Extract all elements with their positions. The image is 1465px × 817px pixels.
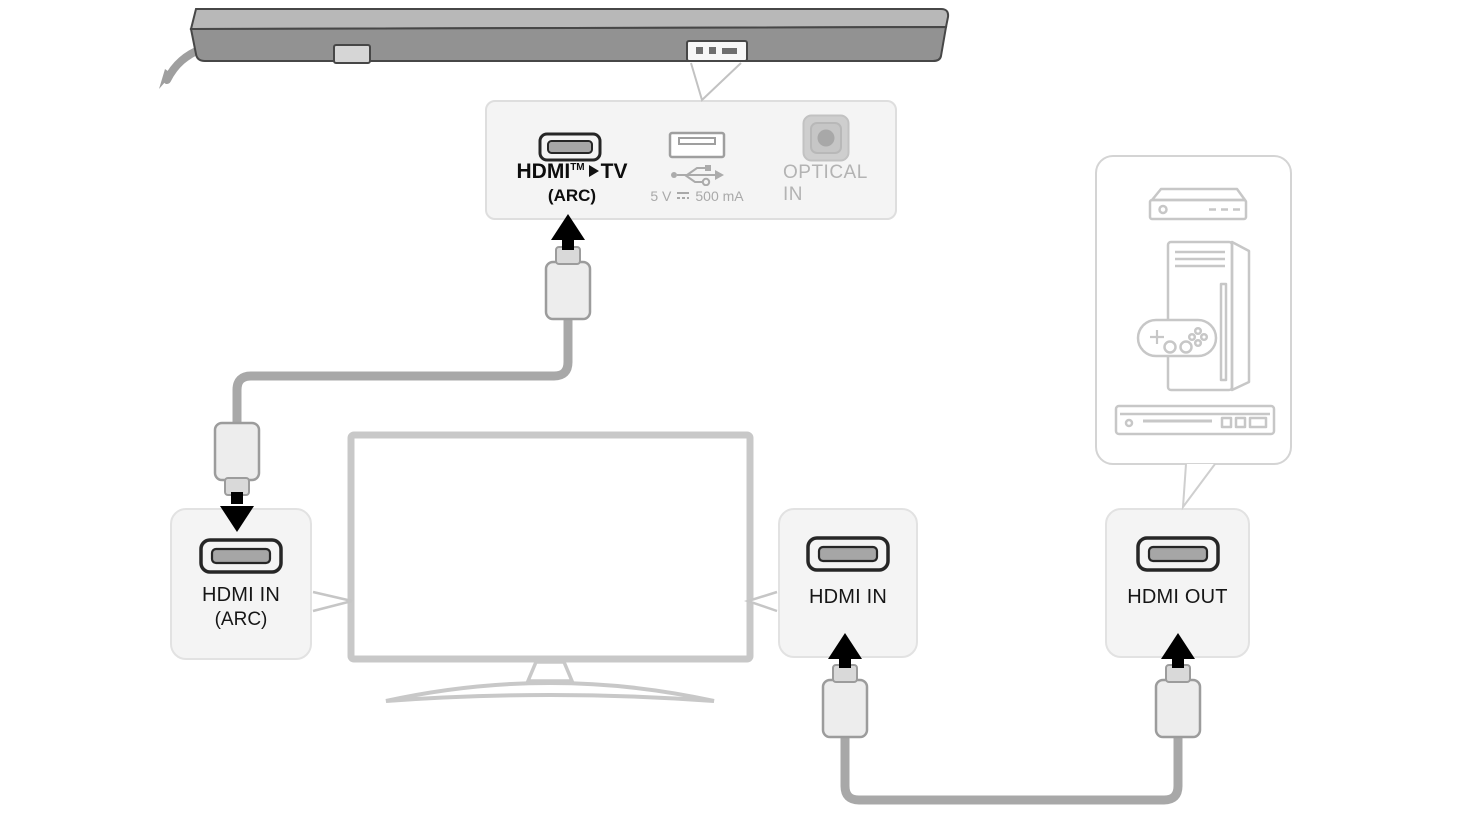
port-sub-label: (ARC) <box>214 609 268 630</box>
callout-pointer-tv-left <box>312 590 353 613</box>
tv <box>347 431 754 703</box>
soundbar-rear-ports-panel: HDMITM TV (ARC) 5 V 500 mA <box>485 100 897 220</box>
tv-screen <box>347 431 754 663</box>
hdmi-port-icon <box>1135 536 1220 572</box>
hdmi-cable-source <box>840 732 1183 805</box>
soundbar <box>159 8 950 89</box>
arrow-to-tv-icon <box>588 165 599 177</box>
hdmi-arc-sub-label: (ARC) <box>547 186 597 205</box>
hdmi-cable-arc <box>232 316 573 426</box>
port-label: HDMI IN <box>808 586 888 608</box>
usb-symbol-icon <box>671 165 724 186</box>
hdmi-tv-label: HDMITM TV <box>487 160 657 184</box>
callout-pointer-soundbar <box>690 62 742 102</box>
usb-power-label: 5 V 500 mA <box>617 188 777 204</box>
tv-target-text: TV <box>600 160 628 183</box>
hdmi-arc-port-icon <box>538 132 602 162</box>
power-cord <box>163 44 207 84</box>
optical-port-icon <box>802 114 850 162</box>
tv-hdmi-in-panel: HDMI IN <box>778 508 918 658</box>
tv-stand-base <box>385 681 715 703</box>
usb-port-icon <box>668 131 726 159</box>
port-label: HDMI OUT <box>1127 586 1228 608</box>
hdmi-port-icon <box>199 538 283 574</box>
port-label: HDMI IN <box>201 584 281 606</box>
callout-pointer-tv-right <box>743 590 778 613</box>
hdmi-plug-soundbar <box>544 214 592 321</box>
soundbar-ports-notch <box>686 40 748 62</box>
trademark-text: TM <box>570 162 585 173</box>
source-devices-box <box>1095 155 1292 465</box>
tv-hdmi-arc-panel: HDMI IN (ARC) <box>170 508 312 660</box>
optical-label-line1: OPTICAL <box>783 162 868 183</box>
source-hdmi-out-panel: HDMI OUT <box>1105 508 1250 658</box>
usb-voltage-text: 5 V <box>650 188 672 204</box>
power-cord-tip <box>159 69 172 89</box>
tv-stand-neck <box>525 660 575 683</box>
usb-current-text: 500 mA <box>695 188 744 204</box>
callout-pointer-devices <box>1181 463 1216 511</box>
dc-symbol-icon <box>677 192 690 199</box>
hdmi-port-icon <box>806 536 890 572</box>
soundbar-bracket-notch <box>333 44 371 64</box>
optical-label-line2: IN <box>783 184 803 205</box>
optical-label: OPTICAL IN <box>783 162 893 206</box>
hdmi-brand-text: HDMI <box>516 160 571 183</box>
